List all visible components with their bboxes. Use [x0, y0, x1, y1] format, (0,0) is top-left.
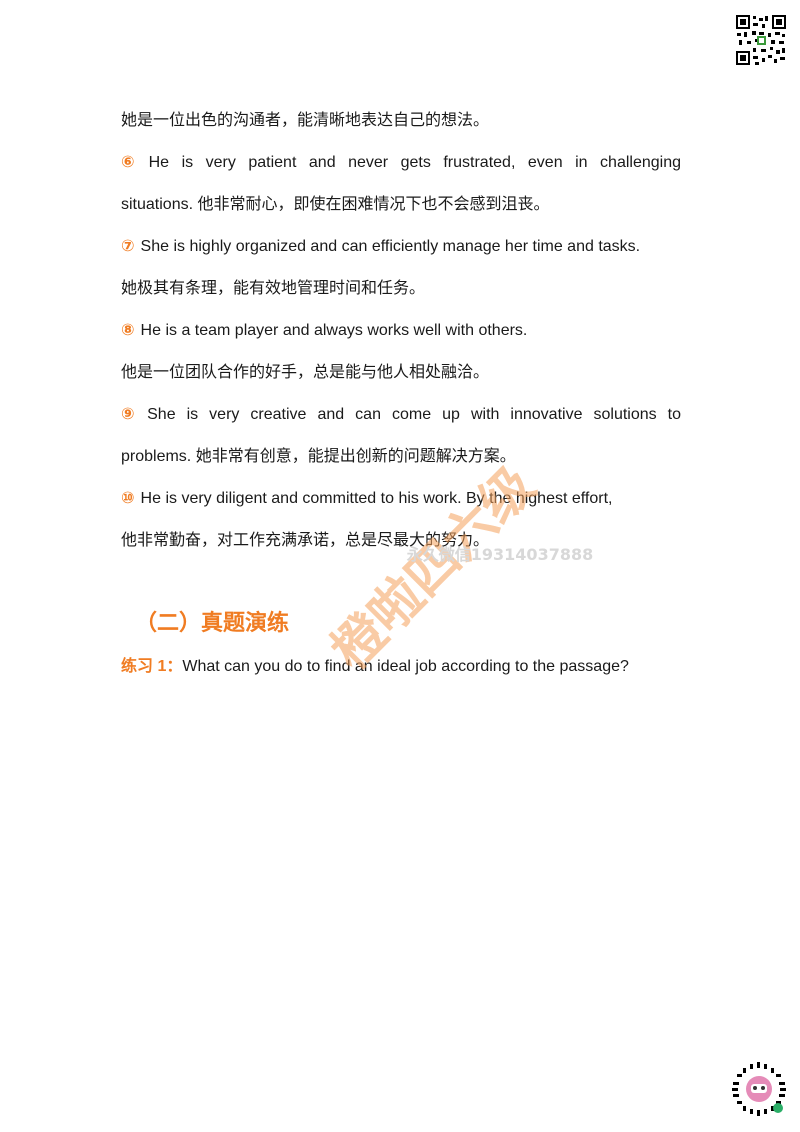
text-line-10: ⑩ He is very diligent and committed to hi…: [121, 478, 681, 520]
item-10-english: He is very diligent and committed to his…: [140, 490, 613, 507]
item-number-8: ⑧: [121, 322, 135, 339]
text-line-2: ⑥ He is very patient and never gets frust…: [121, 142, 681, 184]
qr-code-icon[interactable]: [735, 14, 787, 66]
item-6-english: He is very patient and never gets frustr…: [148, 154, 681, 171]
text-line-9: problems. 她非常有创意，能提出创新的问题解决方案。: [121, 448, 516, 465]
text-line-8: ⑨ She is very creative and can come up wi…: [121, 394, 681, 436]
item-8-english: He is a team player and always works wel…: [140, 322, 528, 339]
item-number-6: ⑥: [121, 154, 143, 171]
text-line-4: ⑦ She is highly organized and can efficie…: [121, 226, 681, 268]
text-line-1: 她是一位出色的沟通者，能清晰地表达自己的想法。: [121, 112, 490, 129]
text-line-7: 他是一位团队合作的好手，总是能与他人相处融洽。: [121, 364, 490, 381]
body-text: 她是一位出色的沟通者，能清晰地表达自己的想法。 ⑥ He is very pati…: [121, 100, 681, 562]
exercise-label: 练习 1：: [121, 658, 183, 675]
item-number-9: ⑨: [121, 406, 142, 423]
item-7-english: She is highly organized and can efficien…: [140, 238, 641, 255]
mini-program-code-icon[interactable]: [730, 1060, 788, 1118]
exercise-question: 练习 1：What can you do to find an ideal jo…: [121, 652, 629, 676]
item-number-7: ⑦: [121, 238, 135, 255]
text-line-5: 她极其有条理，能有效地管理时间和任务。: [121, 280, 426, 297]
exercise-question-text: What can you do to find an ideal job acc…: [182, 658, 629, 675]
text-line-11: 他非常勤奋，对工作充满承诺，总是尽最大的努力。: [121, 532, 490, 549]
section-title: （二）真题演练: [135, 611, 290, 636]
item-9-english: She is very creative and can come up wit…: [147, 406, 682, 423]
text-line-3: situations. 他非常耐心，即使在困难情况下也不会感到沮丧。: [121, 196, 550, 213]
item-number-10: ⑩: [121, 490, 135, 507]
text-line-6: ⑧ He is a team player and always works we…: [121, 310, 681, 352]
